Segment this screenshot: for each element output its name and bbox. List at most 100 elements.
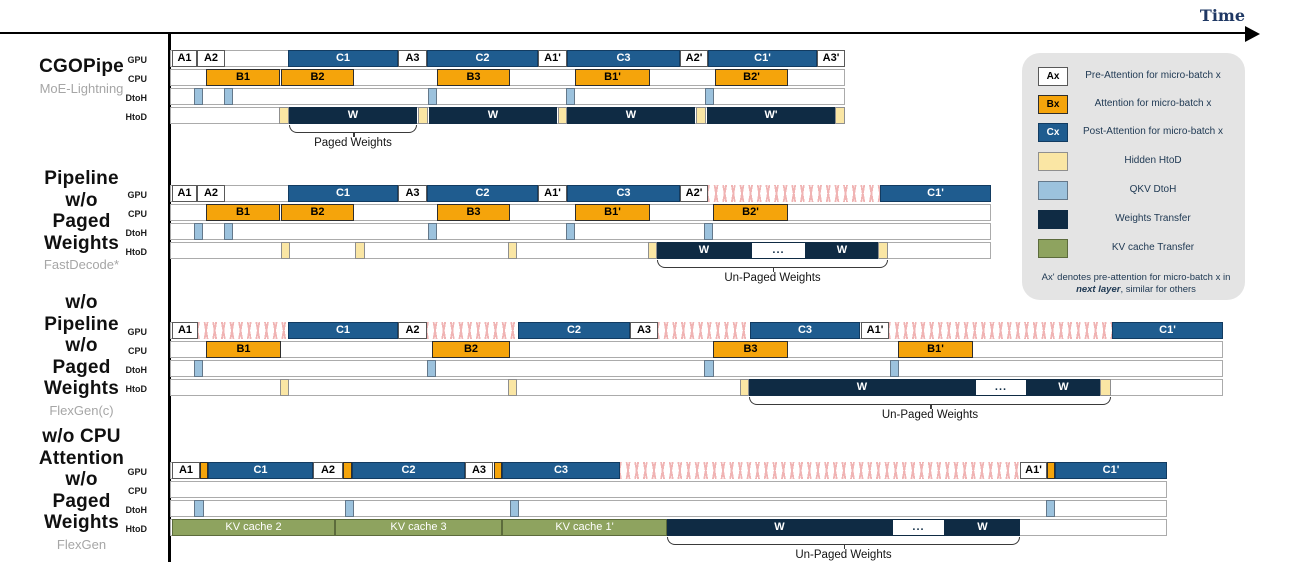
attention-block-B3: B3 <box>437 204 510 221</box>
brace <box>667 537 1020 549</box>
qkv-dtoh-block <box>566 88 575 105</box>
pre-attention-block-A1': A1' <box>861 322 889 339</box>
pre-attention-block-A1: A1 <box>172 50 197 67</box>
row-label-dtoh: DtoH <box>125 504 148 515</box>
qkv-dtoh-block <box>890 360 899 377</box>
hidden-htod-block <box>508 242 517 259</box>
hidden-htod-block <box>696 107 706 124</box>
group-title-line: w/o <box>65 335 98 356</box>
group-subtitle: FlexGen <box>56 536 107 552</box>
group-title-line: Paged <box>52 490 111 512</box>
row-track <box>170 341 1223 358</box>
legend-label: Post-Attention for micro-batch x <box>1082 126 1224 137</box>
post-attention-block-C3: C3 <box>502 462 620 479</box>
legend-label: QKV DtoH <box>1129 184 1177 195</box>
qkv-dtoh-block <box>427 360 436 377</box>
attention-swatch-icon: Bx <box>1038 95 1068 114</box>
hidden-htod-block <box>279 107 289 124</box>
legend-note-post: , similar for others <box>1120 284 1196 295</box>
group-subtitle: FlexGen(c) <box>49 402 114 418</box>
weights-transfer-block-W: W <box>429 107 557 124</box>
pre-attention-block-A1: A1 <box>172 185 197 202</box>
row-label-dtoh: DtoH <box>125 92 148 103</box>
row-label-dtoh: DtoH <box>125 364 148 375</box>
qkv-dtoh-block <box>1046 500 1055 517</box>
legend-label: Hidden HtoD <box>1124 155 1182 166</box>
group-title-line: Weights <box>44 232 119 254</box>
legend-label: Pre-Attention for micro-batch x <box>1085 70 1221 81</box>
row-label-gpu: GPU <box>127 54 147 65</box>
hidden-htod-block <box>648 242 657 259</box>
row-label-dtoh: DtoH <box>125 227 148 238</box>
qkv-dtoh-block <box>194 500 204 517</box>
kv-cache-block-KV cache 3: KV cache 3 <box>335 519 502 536</box>
legend-item-qkv: QKV DtoH <box>1038 181 1234 201</box>
pre-attention-swatch-icon: Ax <box>1038 67 1068 86</box>
pre-attention-block-A1: A1 <box>172 322 198 339</box>
group-title-line: w/o CPU <box>42 426 121 447</box>
post-attention-block-C1': C1' <box>880 185 991 202</box>
qkv-dtoh-block <box>194 223 203 240</box>
kv-cache-block-KV cache 1': KV cache 1' <box>502 519 667 536</box>
post-attention-block-C1: C1 <box>208 462 313 479</box>
qkv-dtoh-block <box>704 223 713 240</box>
row-track <box>170 223 991 240</box>
row-label-gpu: GPU <box>127 466 147 477</box>
group-title-line: w/o <box>65 292 98 313</box>
attention-block-B3: B3 <box>437 69 510 86</box>
hidden-htod-block <box>418 107 428 124</box>
post-attention-block-C1': C1' <box>1055 462 1167 479</box>
qkv-dtoh-block <box>705 88 714 105</box>
pre-attention-block-A2: A2 <box>398 322 427 339</box>
attention-block-B1: B1 <box>206 69 280 86</box>
row-label-htod: HtoD <box>125 383 148 394</box>
pre-attention-block-A2: A2 <box>197 185 225 202</box>
brace <box>749 397 1111 409</box>
qkv-dtoh-swatch-icon <box>1038 181 1068 200</box>
pre-attention-block-A2: A2 <box>197 50 225 67</box>
post-attention-block-C1': C1' <box>1112 322 1223 339</box>
hidden-htod-block <box>281 242 290 259</box>
attention-block <box>343 462 352 479</box>
idle-bubble <box>427 322 518 339</box>
row-label-gpu: GPU <box>127 189 147 200</box>
row-track <box>170 481 1167 498</box>
post-attention-block-C2: C2 <box>427 50 538 67</box>
attention-block-B1': B1' <box>898 341 973 358</box>
weights-transfer-block-W': W' <box>707 107 835 124</box>
post-attention-block-C2: C2 <box>518 322 630 339</box>
group-title-line: Pipeline <box>44 313 119 335</box>
time-axis-label: Time <box>1199 6 1245 25</box>
attention-block <box>494 462 502 479</box>
legend-note-bold: next layer <box>1076 284 1121 295</box>
qkv-dtoh-block <box>566 223 575 240</box>
idle-bubble <box>708 185 880 202</box>
group-title-line: Pipeline <box>44 168 119 189</box>
brace <box>657 260 888 272</box>
hidden-htod-block <box>740 379 749 396</box>
brace-nub <box>930 404 932 409</box>
attention-block-B3: B3 <box>713 341 788 358</box>
legend-item-kv: KV cache Transfer <box>1038 239 1234 259</box>
idle-bubble <box>658 322 750 339</box>
pre-attention-block-A1': A1' <box>1020 462 1047 479</box>
brace-nub <box>843 544 846 549</box>
brace-nub <box>772 267 775 272</box>
post-attention-block-C1: C1 <box>288 50 398 67</box>
post-attention-block-C1: C1 <box>288 185 398 202</box>
row-track <box>170 88 845 105</box>
qkv-dtoh-block <box>224 223 233 240</box>
legend: Ax Pre-Attention for micro-batch x Bx At… <box>1022 53 1245 300</box>
post-attention-swatch-icon: Cx <box>1038 123 1068 142</box>
attention-block-B1: B1 <box>206 204 280 221</box>
group-title-line: Paged <box>52 211 111 232</box>
pre-attention-block-A3: A3 <box>398 185 427 202</box>
group-title-line: w/o <box>65 469 98 490</box>
attention-block-B1': B1' <box>575 204 650 221</box>
qkv-dtoh-block <box>428 88 437 105</box>
pre-attention-block-A2: A2 <box>313 462 343 479</box>
brace-label: Un-Paged Weights <box>795 549 892 561</box>
